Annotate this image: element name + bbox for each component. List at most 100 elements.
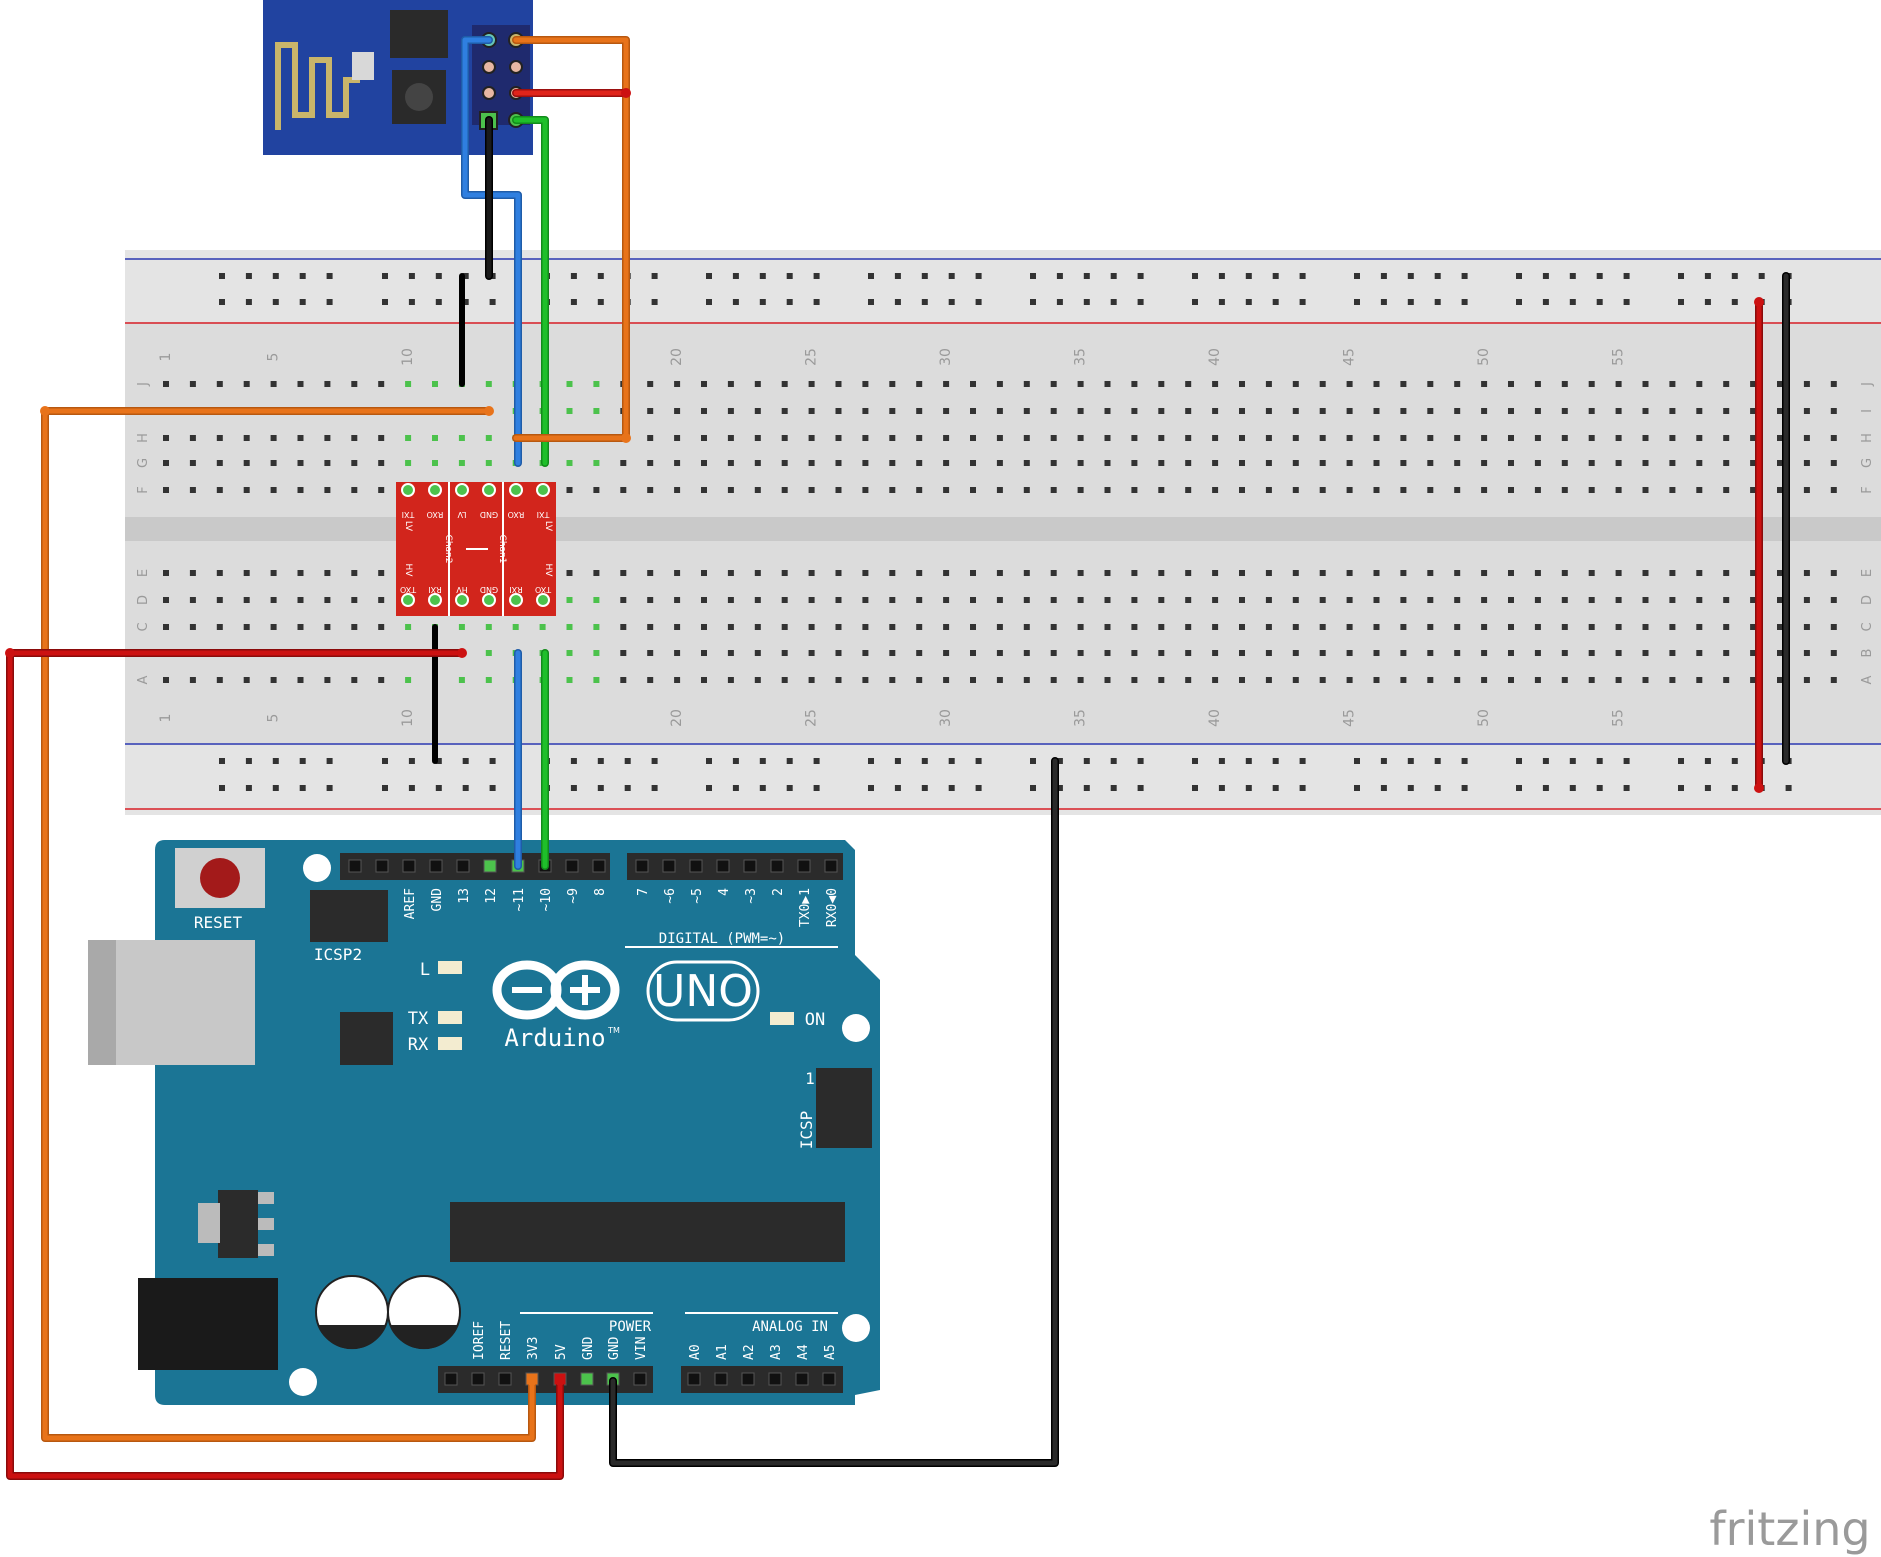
rail-hole — [1137, 273, 1144, 279]
breadboard-hole — [674, 381, 681, 387]
breadboard-hole — [1696, 650, 1703, 656]
converter-lv-right: LV — [543, 521, 553, 532]
breadboard-hole — [566, 624, 573, 630]
converter-pin — [536, 483, 550, 497]
converter-pin — [401, 593, 415, 607]
rail-hole — [1704, 785, 1711, 791]
led-on — [770, 1012, 794, 1025]
converter-pin — [428, 483, 442, 497]
digital-pin — [348, 859, 362, 873]
breadboard-hole — [996, 570, 1003, 576]
breadboard-hole — [1750, 487, 1757, 493]
digital-pin-label: ~3 — [744, 888, 759, 904]
breadboard-hole — [1239, 597, 1245, 603]
breadboard-hole — [1615, 408, 1622, 414]
breadboard-hole — [1642, 381, 1649, 387]
breadboard-hole — [1050, 597, 1057, 603]
analog-pin-label: A3 — [769, 1344, 784, 1360]
breadboard-hole — [1803, 677, 1810, 683]
breadboard-hole — [243, 487, 250, 493]
breadboard-hole — [216, 597, 223, 603]
breadboard-hole — [1346, 487, 1353, 493]
breadboard-hole — [862, 624, 869, 630]
breadboard-hole — [243, 624, 250, 630]
breadboard-hole — [1534, 435, 1541, 441]
breadboard-hole — [1212, 677, 1219, 683]
breadboard-hole — [485, 381, 492, 387]
breadboard-labels: 1155101020202525303035354040454550505555… — [136, 348, 1875, 727]
rail-hole — [759, 758, 766, 764]
breadboard-hole — [297, 487, 304, 493]
breadboard-hole — [1723, 381, 1730, 387]
breadboard-hole — [1131, 624, 1138, 630]
breadboard-hole — [378, 435, 385, 441]
breadboard-hole — [1508, 677, 1514, 683]
breadboard-hole — [1373, 570, 1380, 576]
rail-hole — [651, 299, 658, 305]
rail-hole — [1030, 273, 1036, 279]
breadboard-hole — [781, 487, 788, 493]
breadboard-hole — [620, 460, 627, 466]
breadboard-hole — [1104, 487, 1111, 493]
breadboard-hole — [1427, 487, 1434, 493]
breadboard-hole — [1212, 650, 1219, 656]
rail-hole — [1407, 785, 1414, 791]
rail-hole — [272, 785, 279, 791]
breadboard-hole — [808, 460, 815, 466]
breadboard-hole — [1588, 381, 1595, 387]
converter-pin-label: HV — [456, 585, 468, 594]
breadboard-hole — [1454, 624, 1461, 630]
icsp-pin1-label: 1 — [805, 1069, 815, 1088]
rail-hole — [1299, 785, 1306, 791]
rail-hole — [921, 273, 928, 279]
digital-header-right — [627, 853, 843, 880]
breadboard-hole — [1454, 570, 1461, 576]
rail-hole — [1272, 273, 1279, 279]
rail-hole — [1704, 299, 1711, 305]
breadboard-hole — [1265, 408, 1272, 414]
breadboard-hole — [566, 677, 573, 683]
rail-hole — [1678, 758, 1684, 764]
breadboard-hole — [1642, 677, 1649, 683]
breadboard-hole — [1239, 381, 1245, 387]
column-number: 1 — [158, 353, 174, 362]
breadboard-hole — [1373, 381, 1380, 387]
breadboard-hole — [727, 570, 734, 576]
breadboard-hole — [727, 408, 734, 414]
regulator-pin — [258, 1244, 274, 1256]
breadboard-hole — [1508, 570, 1514, 576]
breadboard-hole — [1131, 460, 1138, 466]
breadboard-hole — [674, 460, 681, 466]
breadboard-hole — [1050, 460, 1057, 466]
breadboard-hole — [1615, 650, 1622, 656]
breadboard-hole — [566, 381, 573, 387]
breadboard-hole — [1750, 570, 1757, 576]
rail-hole — [732, 273, 739, 279]
breadboard-hole — [1023, 435, 1030, 441]
rail-hole — [1380, 273, 1387, 279]
rail-hole — [786, 273, 793, 279]
esp-pin — [482, 86, 496, 100]
regulator-pin — [258, 1218, 274, 1230]
breadboard-hole — [405, 677, 412, 683]
rail-hole — [624, 785, 631, 791]
breadboard-hole — [351, 597, 358, 603]
breadboard-hole — [835, 408, 842, 414]
rail-hole — [759, 273, 766, 279]
breadboard-hole — [1803, 624, 1810, 630]
breadboard-hole — [1696, 408, 1703, 414]
rail-hole — [786, 785, 793, 791]
rail-hole — [706, 299, 712, 305]
breadboard-hole — [943, 624, 950, 630]
breadboard-hole — [1427, 460, 1434, 466]
breadboard-hole — [943, 381, 950, 387]
converter-pin — [455, 593, 469, 607]
led-l — [438, 961, 462, 974]
breadboard-hole — [1373, 650, 1380, 656]
breadboard-hole — [270, 677, 277, 683]
breadboard-hole — [835, 570, 842, 576]
breadboard-hole — [996, 487, 1003, 493]
converter-pin-label: TXO — [400, 585, 417, 594]
breadboard-hole — [996, 381, 1003, 387]
breadboard-hole — [781, 408, 788, 414]
